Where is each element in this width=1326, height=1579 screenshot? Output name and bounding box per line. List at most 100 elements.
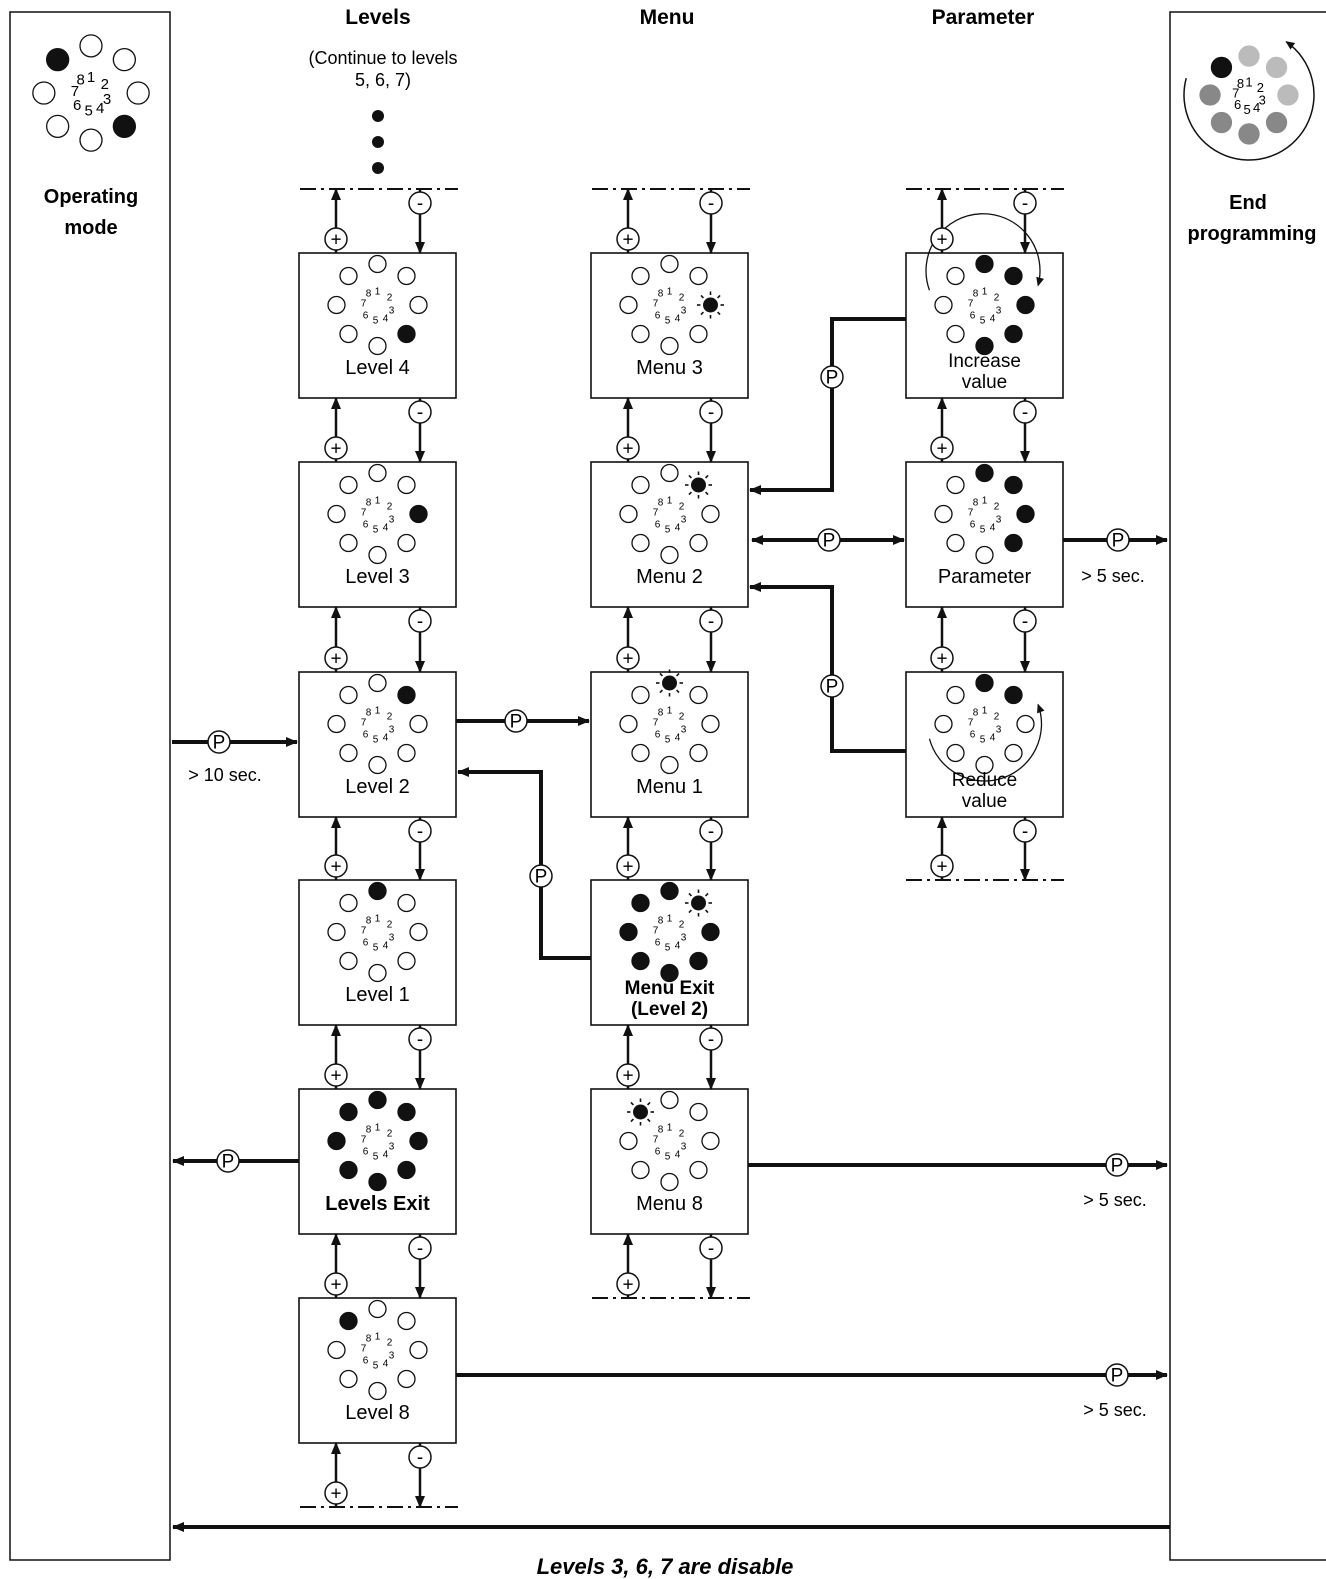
led-number: 3	[389, 306, 395, 317]
led-number: 4	[383, 1150, 389, 1161]
led	[946, 324, 965, 344]
blink-ray	[659, 672, 663, 677]
led-number: 7	[968, 299, 974, 310]
led	[368, 545, 387, 565]
reduce-to-menu2-flow	[749, 582, 906, 753]
plus-button-label: +	[936, 439, 947, 460]
hold-time-label: > 5 sec.	[1083, 1400, 1147, 1420]
led	[409, 295, 428, 315]
minus-button-circle	[699, 819, 723, 843]
led	[689, 685, 708, 705]
led-number: 5	[373, 943, 379, 954]
blink-ray	[676, 672, 680, 677]
led-number: 1	[667, 1123, 673, 1134]
led	[339, 685, 358, 705]
minus-button-circle	[1013, 400, 1037, 424]
led	[619, 295, 638, 315]
led-number: 2	[679, 712, 685, 723]
menu-column-heading: Menu	[640, 6, 695, 29]
led	[1238, 45, 1260, 67]
minus-button-circle	[408, 1445, 432, 1469]
led	[397, 1311, 416, 1331]
led-number: 6	[363, 311, 369, 322]
led-number: 5	[373, 735, 379, 746]
led	[1210, 56, 1233, 79]
minus-button-circle	[699, 1236, 723, 1260]
led	[397, 324, 416, 344]
led	[79, 34, 103, 58]
led-number: 7	[361, 299, 367, 310]
led	[79, 128, 103, 152]
blink-ray	[659, 689, 663, 694]
led-number: 5	[1243, 102, 1250, 117]
plus-button-label: +	[330, 649, 341, 670]
led-number: 4	[675, 941, 681, 952]
blink-ray	[630, 1118, 634, 1123]
levels-column-heading: Levels	[345, 6, 410, 29]
plus-button-circle	[324, 854, 348, 878]
plus-button-circle	[930, 646, 954, 670]
led-number: 2	[387, 920, 393, 931]
blink-ray	[630, 1101, 634, 1106]
plus-button-circle	[616, 227, 640, 251]
blink-ray	[700, 311, 704, 316]
blink-ray	[688, 474, 692, 479]
led	[619, 504, 638, 524]
led-number: 4	[383, 523, 389, 534]
program-button-circle	[1106, 528, 1130, 552]
ellipsis-dot	[372, 162, 384, 174]
led	[397, 475, 416, 495]
blink-ray	[676, 689, 680, 694]
minus-button-circle	[699, 191, 723, 215]
led	[1004, 475, 1023, 495]
led	[112, 114, 136, 138]
blink-ray	[705, 491, 709, 496]
led-number: 7	[968, 508, 974, 519]
blink-ray	[688, 909, 692, 914]
plus-button-circle	[616, 854, 640, 878]
minus-button-label: -	[708, 403, 714, 424]
led-number: 4	[675, 733, 681, 744]
ellipsis-dot	[372, 110, 384, 122]
operating-mode-title-line1: Operating	[44, 186, 138, 208]
blink-ray	[705, 909, 709, 914]
hold-time-label: > 5 sec.	[1081, 566, 1145, 586]
led-number: 8	[366, 916, 372, 927]
led-number: 7	[361, 508, 367, 519]
program-button-circle	[817, 528, 841, 552]
led-number: 4	[96, 100, 104, 117]
led	[1004, 685, 1023, 705]
led	[46, 114, 70, 138]
led-number: 2	[994, 502, 1000, 513]
led-number: 4	[990, 733, 996, 744]
led-number: 3	[389, 1142, 395, 1153]
led	[701, 714, 720, 734]
led-number: 6	[363, 1147, 369, 1158]
led-number: 2	[101, 76, 109, 93]
led	[975, 336, 994, 356]
plus-button-label: +	[936, 230, 947, 251]
led	[1004, 533, 1023, 553]
led-number: 7	[361, 1344, 367, 1355]
led	[1277, 84, 1299, 106]
led-number: 6	[655, 311, 661, 322]
box-frame	[298, 1297, 457, 1444]
led-number: 6	[655, 520, 661, 531]
led	[660, 1172, 679, 1192]
plus-button-circle	[930, 854, 954, 878]
led	[660, 463, 679, 483]
led-number: 6	[1234, 97, 1241, 112]
led-number: 6	[363, 520, 369, 531]
plus-button-circle	[616, 1063, 640, 1087]
plus-button-label: +	[330, 1275, 341, 1296]
led-number: 3	[681, 1142, 687, 1153]
led	[339, 1102, 358, 1122]
plus-button-circle	[324, 646, 348, 670]
led	[660, 755, 679, 775]
